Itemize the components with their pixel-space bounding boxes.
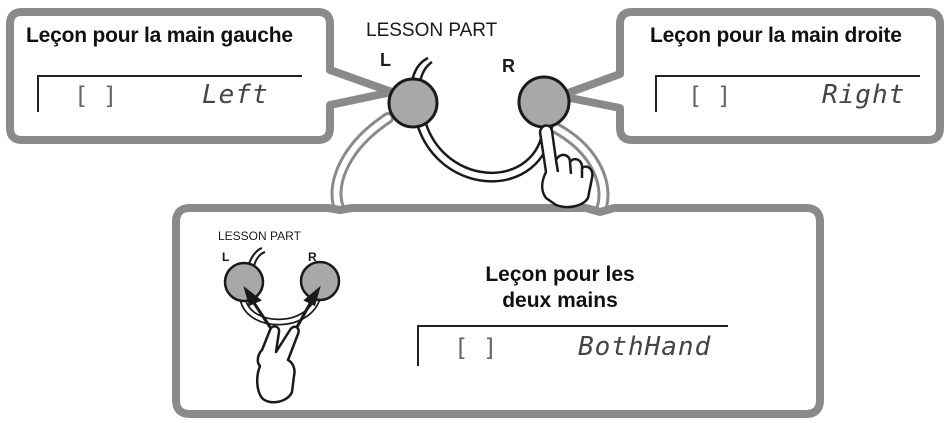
left-display-brackets: [ ]	[74, 82, 118, 110]
both-display-brackets: [ ]	[454, 334, 498, 362]
right-callout-box	[556, 8, 944, 144]
inset-left-button	[223, 261, 265, 303]
both-callout-title: Leçon pour les deux mains	[470, 262, 650, 314]
right-display-brackets: [ ]	[688, 82, 732, 110]
inset-left-letter: L	[222, 250, 230, 264]
lesson-part-right-button	[517, 75, 571, 129]
inset-right-letter: R	[308, 250, 317, 264]
right-callout-title: Leçon pour la main droite	[650, 24, 902, 47]
both-callout-box	[172, 204, 824, 418]
inset-both-buttons	[223, 247, 341, 404]
inset-right-button	[299, 260, 341, 302]
inset-lesson-part-label: LESSON PART	[218, 229, 301, 243]
left-callout-box	[6, 8, 396, 144]
left-callout-title: Leçon pour la main gauche	[26, 24, 293, 47]
lesson-part-left-button	[387, 56, 439, 129]
lesson-part-label: LESSON PART	[366, 20, 498, 41]
left-button-letter: L	[380, 50, 391, 70]
two-finger-hand-icon	[256, 325, 300, 404]
both-display-text: BothHand	[578, 332, 712, 362]
right-display-text: Right	[822, 80, 906, 110]
both-callout-title-line2: deux mains	[502, 289, 618, 312]
right-button-letter: R	[502, 56, 515, 76]
pointing-hand-icon	[538, 124, 594, 209]
both-callout-title-line1: Leçon pour les	[485, 263, 635, 286]
left-display-text: Left	[202, 80, 269, 110]
